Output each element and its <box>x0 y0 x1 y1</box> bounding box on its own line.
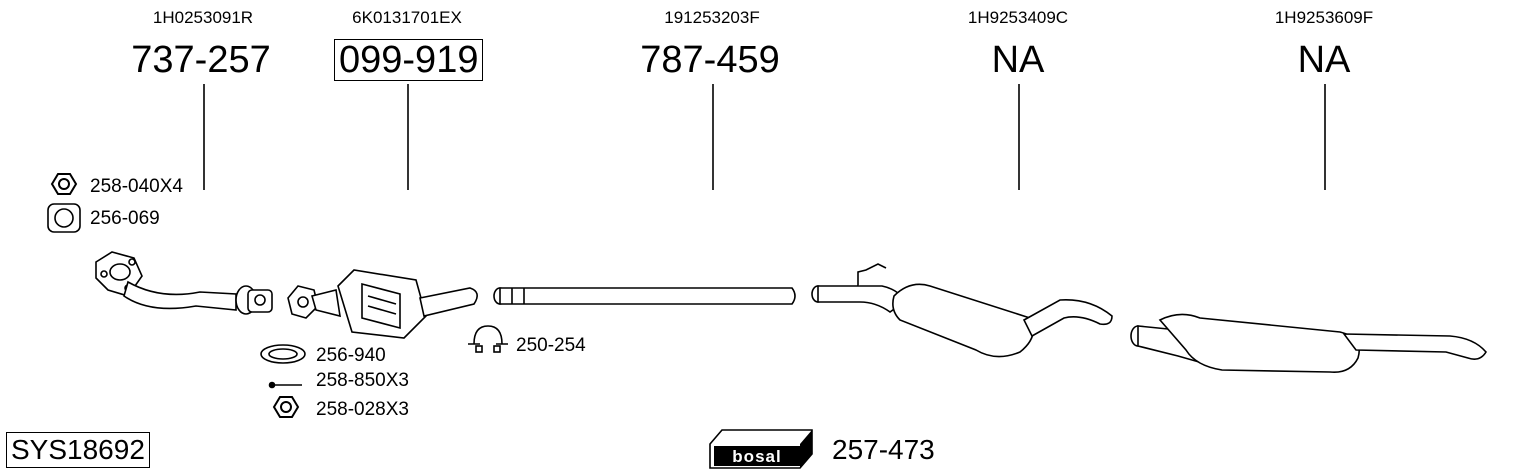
bosal-logo-icon: bosal <box>709 429 813 469</box>
part-number-3[interactable]: 787-459 <box>640 39 780 81</box>
middle-silencer-drawing <box>811 263 1113 358</box>
oem-number-5: 1H9253609F <box>1274 8 1374 27</box>
part-number-2[interactable]: 099-919 <box>334 39 484 81</box>
clamp-icon <box>468 325 508 353</box>
bolt-icon <box>268 381 302 389</box>
catalytic-converter-drawing <box>287 269 478 339</box>
accessory-bolt-set[interactable]: 258-850X3 <box>316 370 409 391</box>
part-number-5: NA <box>1297 39 1351 81</box>
centre-pipe-drawing <box>493 287 796 305</box>
oem-number-4: 1H9253409C <box>967 8 1069 27</box>
accessory-clamp[interactable]: 250-254 <box>516 335 586 356</box>
accessory-nut-set-1[interactable]: 258-040X4 <box>90 176 183 197</box>
hex-nut-icon <box>50 173 78 195</box>
mounting-kit-number[interactable]: 257-473 <box>832 434 935 465</box>
part-number-4: NA <box>991 39 1045 81</box>
front-pipe-drawing <box>95 251 273 315</box>
gasket-icon <box>47 203 81 233</box>
oem-number-2: 6K0131701EX <box>352 8 462 27</box>
rear-silencer-drawing <box>1130 313 1487 374</box>
oem-number-1: 1H0253091R <box>152 8 254 27</box>
system-code: SYS18692 <box>6 432 150 468</box>
hex-nut-icon-2 <box>272 396 300 418</box>
accessory-gasket-1[interactable]: 256-069 <box>90 208 160 229</box>
oem-number-3: 191253203F <box>664 8 760 27</box>
part-number-1[interactable]: 737-257 <box>131 39 271 81</box>
accessory-nut-set-2[interactable]: 258-028X3 <box>316 399 409 420</box>
bosal-logo-text: bosal <box>732 447 781 466</box>
ring-gasket-icon <box>260 344 306 364</box>
accessory-gasket-2[interactable]: 256-940 <box>316 345 386 366</box>
